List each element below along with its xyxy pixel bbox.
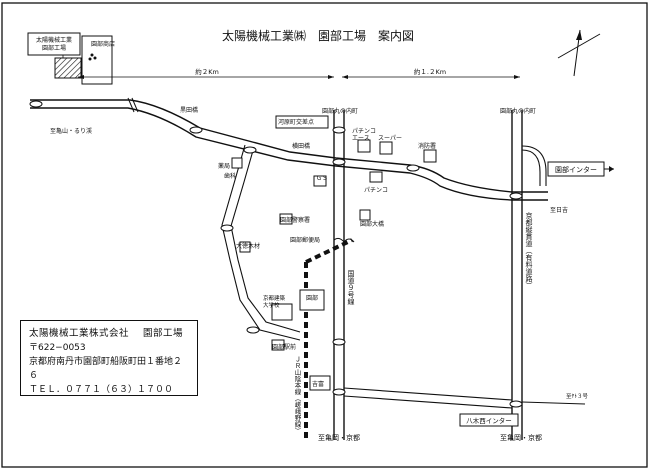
marunouchi-label-1: 園部丸の内町 xyxy=(322,107,358,115)
national-route-9-label: 国道９号線 xyxy=(347,270,355,305)
yagi-nishi-ic-label: 八木西インター xyxy=(466,416,512,425)
south-road xyxy=(343,387,586,409)
distance-east: 約１.２Km xyxy=(414,67,446,76)
police-label: 園部警察署 xyxy=(280,216,310,224)
sonobe-ohashi-label: 園部大橋 xyxy=(360,220,384,228)
to-kameoka-kyoto-label-2: 至亀岡・京都 xyxy=(500,433,542,442)
factory-plant: 園部工場 xyxy=(42,44,66,52)
sonobe-station-label: 園部駅前 xyxy=(272,343,296,351)
fire-station-label: 消防署 xyxy=(418,142,436,150)
western-local-road xyxy=(221,144,301,341)
kawaramachi-intersection-label: 河原町交差点 xyxy=(278,118,314,126)
place-labels: 黒田橋 園部丸の内町 園部丸の内町 至亀山・るり渓 河原町交差点 パチンコエース… xyxy=(50,106,589,442)
gas-station-label: ＧＳ xyxy=(316,175,328,182)
yagi-nishi-ic-box xyxy=(459,413,519,427)
north-arrow-icon xyxy=(557,29,601,77)
jr-sanin-line-label: ＪＲ山陰本線（嵯峨野線） xyxy=(293,356,301,434)
pharmacy-label: 薬局 xyxy=(218,162,230,170)
distance-west: 約２Km xyxy=(195,67,219,76)
sonobe-shotengai-label: 園部商店 xyxy=(91,40,115,48)
factory-name: 太陽機械工業 xyxy=(36,36,72,44)
kyoto-expressway-road xyxy=(511,110,547,440)
pachinko-label: パチンコ xyxy=(364,187,388,194)
super-label: スーパー xyxy=(378,135,402,142)
traffic-signals xyxy=(29,100,523,408)
to-kameoka-kyoto-label-1: 至亀岡・京都 xyxy=(318,433,360,442)
road-break-route9 xyxy=(333,237,355,243)
main-road-east-west xyxy=(30,99,548,201)
kyoto-expressway-label: 京都縦貫道（有料道路） xyxy=(525,211,533,289)
pachinko-ace-label: パチンコエース xyxy=(352,128,376,142)
to-hiyoshi-label: 至日吉 xyxy=(550,207,568,214)
buildings xyxy=(231,115,437,391)
road-break-west xyxy=(127,97,139,113)
jr-railway xyxy=(304,238,353,440)
postal-code: 〒622−0053 xyxy=(29,343,86,353)
marunouchi-label-2: 園部丸の内町 xyxy=(500,107,536,115)
company-address: 京都府南丹市園部町船阪町田１番地２６ xyxy=(29,357,183,381)
company-tel: ＴＥＬ．０７７１（６３）１７００ xyxy=(29,385,174,395)
national-route-9-road xyxy=(333,110,345,440)
company-info-box: 太陽機械工業株式会社 園部工場 〒622−0053 京都府南丹市園部町船阪町田１番… xyxy=(20,320,198,396)
dentist-label: 歯科 xyxy=(224,172,236,180)
yokota-bridge-label: 横田橋 xyxy=(292,142,310,150)
to-kameyama-label: 至亀山・るり渓 xyxy=(50,127,92,135)
sonobe-label: 園部 xyxy=(306,294,318,302)
company-line: 太陽機械工業株式会社 園部工場 xyxy=(29,327,189,341)
daitoku-lumber-label: 大徳木材 xyxy=(236,242,260,250)
to-jiyatoku-label: 至ﾔﾄ３号 xyxy=(566,393,589,400)
kuroda-bridge-label: 黒田橋 xyxy=(180,106,198,114)
yoshitomi-label: 吉富 xyxy=(312,380,324,388)
post-office-label: 園部郵便局 xyxy=(290,236,320,244)
distance-markers: 約２Km 約１.２Km xyxy=(78,67,520,79)
map-title: 太陽機械工業㈱ 園部工場 案内図 xyxy=(222,28,414,43)
sonobe-interchange-label: 園部インター xyxy=(555,165,597,174)
kyoto-kenchiku-label: 京都建築大学校 xyxy=(263,294,286,309)
company-name: 太陽機械工業株式会社 xyxy=(29,328,130,339)
factory-location: 太陽機械工業 園部工場 園部商店 xyxy=(27,32,115,85)
plant-name: 園部工場 xyxy=(143,328,184,339)
